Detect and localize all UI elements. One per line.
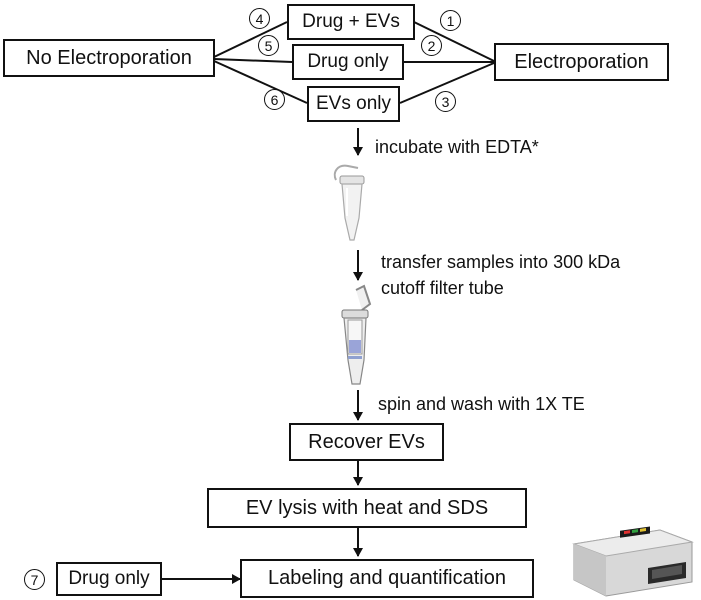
electroporation-label: Electroporation <box>514 50 649 73</box>
recover-evs-box: Recover EVs <box>289 423 444 461</box>
number-4-badge: 4 <box>249 8 270 29</box>
number-3-badge: 3 <box>435 91 456 112</box>
line-left-to-drug-evs <box>213 21 288 58</box>
step-transfer-text-line1: transfer samples into 300 kDa <box>381 252 621 272</box>
drug-only-box: Drug only <box>292 44 404 80</box>
no-electroporation-label: No Electroporation <box>26 46 192 69</box>
step-incubate-text: incubate with EDTA* <box>375 137 539 157</box>
line-left-to-drug-only <box>213 58 293 63</box>
drug-evs-label: Drug + EVs <box>302 11 400 32</box>
microcentrifuge-tube-icon <box>333 164 365 241</box>
ev-lysis-label: EV lysis with heat and SDS <box>245 496 489 519</box>
step-transfer-text-line2: cutoff filter tube <box>381 278 504 298</box>
number-1-badge: 1 <box>440 10 461 31</box>
number-7-badge: 7 <box>24 569 45 590</box>
step-spin-text: spin and wash with 1X TE <box>378 394 585 414</box>
number-2-badge: 2 <box>421 35 442 56</box>
control-drug-only-label: Drug only <box>68 568 150 589</box>
ev-lysis-box: EV lysis with heat and SDS <box>207 488 527 528</box>
filter-tube-icon <box>341 284 372 385</box>
evs-only-box: EVs only <box>307 86 400 122</box>
recover-evs-label: Recover EVs <box>308 430 425 453</box>
line-drug-evs-to-right <box>413 21 495 62</box>
labeling-quantification-box: Labeling and quantification <box>240 559 534 598</box>
drug-evs-box: Drug + EVs <box>287 4 415 40</box>
line-evs-only-to-right <box>399 62 495 104</box>
no-electroporation-box: No Electroporation <box>3 39 215 77</box>
electroporation-box: Electroporation <box>494 43 669 81</box>
number-5-badge: 5 <box>258 35 279 56</box>
plate-reader-icon <box>572 526 694 597</box>
evs-only-label: EVs only <box>316 93 391 114</box>
control-drug-only-box: Drug only <box>56 562 162 596</box>
labeling-quantification-label: Labeling and quantification <box>268 567 506 589</box>
line-left-to-evs-only <box>213 60 308 104</box>
drug-only-label: Drug only <box>307 51 389 72</box>
number-6-badge: 6 <box>264 89 285 110</box>
